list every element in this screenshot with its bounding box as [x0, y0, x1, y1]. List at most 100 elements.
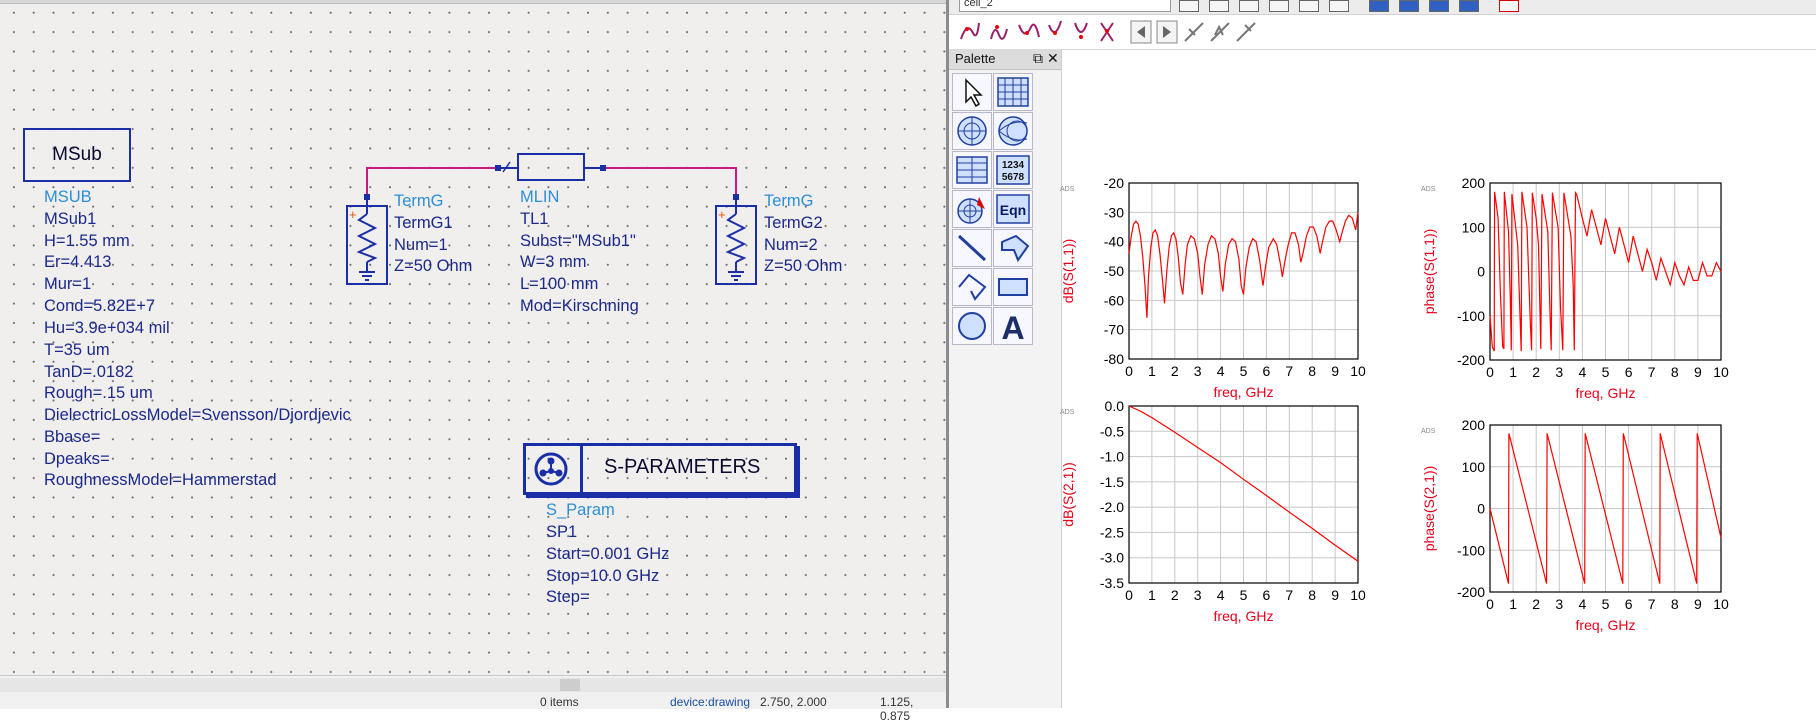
polygon-icon	[1001, 234, 1030, 263]
msub-param: Rough=.15 um	[44, 384, 153, 402]
x-tick-label: 10	[1713, 596, 1729, 612]
y-tick-label: -200	[1457, 352, 1485, 368]
stack-table-icon: 1234 5678	[996, 155, 1030, 185]
mlin-title: MLIN	[520, 188, 560, 206]
x-tick-label: 9	[1694, 364, 1702, 380]
close-icon[interactable]: ✕	[1047, 50, 1059, 66]
mlin-param: W=3 mm	[520, 253, 587, 271]
polyline-tool-button[interactable]	[952, 268, 992, 306]
x-tick-label: 6	[1625, 364, 1633, 380]
y-axis-label: phase(S(1,1))	[1421, 229, 1437, 315]
smith-chart-button[interactable]	[993, 112, 1033, 150]
y-tick-label: -80	[1104, 351, 1124, 367]
y-axis-label: dB(S(1,1))	[1060, 239, 1076, 304]
data-display-area[interactable]	[949, 0, 1816, 708]
msub-param: Bbase=	[44, 428, 101, 446]
antenna-plot-button[interactable]	[952, 190, 992, 228]
sparam-param: Start=0.001 GHz	[546, 545, 670, 563]
mlin-param: L=100 mm	[520, 275, 599, 293]
text-tool-button[interactable]: A	[993, 307, 1033, 346]
termg2-symbol: +	[715, 194, 757, 285]
circle-icon	[958, 312, 986, 340]
corner-label: ADS	[1060, 186, 1075, 193]
x-tick-label: 7	[1648, 596, 1656, 612]
circle-tool-button[interactable]	[952, 307, 992, 345]
scrollbar-thumb[interactable]	[560, 679, 580, 691]
x-tick-label: 7	[1285, 587, 1293, 603]
x-tick-label: 8	[1308, 587, 1316, 603]
plot-frame	[1128, 182, 1359, 360]
toolbar-button[interactable]	[1429, 0, 1449, 12]
sparam-controller-icon	[534, 452, 568, 486]
toolbar-button[interactable]	[1269, 0, 1289, 12]
toolbar-button[interactable]	[1369, 0, 1389, 12]
msub-param: RoughnessModel=Hammerstad	[44, 471, 277, 489]
termg2-param: Num=2	[764, 236, 818, 254]
sparam-title: S_Param	[546, 501, 615, 519]
corner-label: ADS	[1421, 428, 1436, 435]
x-tick-label: 1	[1148, 587, 1156, 603]
msub-param: TanD=.0182	[44, 363, 134, 381]
palette-panel: Palette ⧉ ✕ 1234 5678 Eqn A	[949, 49, 1062, 708]
toolbar-button[interactable]	[1299, 0, 1319, 12]
marker-peak-icon	[990, 28, 1008, 40]
marker-icon	[960, 22, 980, 40]
pane-divider[interactable]	[946, 0, 949, 708]
toolbar-button[interactable]	[1459, 0, 1479, 12]
polygon-tool-button[interactable]	[993, 229, 1033, 267]
status-coord-1: 2.750, 2.000	[760, 695, 827, 709]
toolbar-button[interactable]	[1209, 0, 1229, 12]
x-tick-label: 7	[1285, 363, 1293, 379]
text-icon: A	[1001, 310, 1024, 346]
list-table-button[interactable]	[952, 151, 992, 189]
x-tick-label: 6	[1263, 363, 1271, 379]
marker-toolbar	[949, 15, 1816, 50]
polar-plot-button[interactable]	[952, 112, 992, 150]
cell-combo[interactable]: cell_2	[959, 0, 1171, 12]
toolbar-button[interactable]	[1329, 0, 1349, 12]
msub-param: DielectricLossModel=Svensson/Djordjevic	[44, 406, 351, 424]
rectangular-plot-button[interactable]	[993, 73, 1033, 111]
palette-title-bar: Palette ⧉ ✕	[949, 49, 1061, 70]
sparameters-component-box[interactable]: S-PARAMETERS	[523, 443, 797, 495]
toolbar-button[interactable]	[1499, 0, 1519, 12]
wire-port2	[588, 167, 737, 197]
x-tick-label: 1	[1509, 596, 1517, 612]
stack-table-text: 1234	[1002, 160, 1025, 171]
termg2-title: TermG	[764, 192, 814, 210]
x-tick-label: 4	[1217, 587, 1225, 603]
toolbar-button[interactable]	[1399, 0, 1419, 12]
stack-table-button[interactable]: 1234 5678	[993, 151, 1033, 189]
undock-icon[interactable]: ⧉	[1033, 50, 1043, 66]
x-tick-label: 4	[1579, 364, 1587, 380]
toolbar-button[interactable]	[1239, 0, 1259, 12]
x-tick-label: 5	[1602, 364, 1610, 380]
msub-component-box[interactable]: MSub	[23, 128, 131, 182]
schematic-canvas[interactable]: + + MSub MSUB MSub1 H=1.55 mm Er=4.413 M…	[0, 0, 946, 723]
toolbar-button[interactable]	[1179, 0, 1199, 12]
y-axis-label: dB(S(2,1))	[1060, 462, 1076, 527]
equation-label: Eqn	[1000, 202, 1026, 218]
horizontal-scrollbar[interactable]	[0, 678, 946, 692]
x-tick-label: 5	[1602, 596, 1610, 612]
slope-marker-icon	[1184, 22, 1204, 42]
x-tick-label: 8	[1671, 364, 1679, 380]
svg-text:+: +	[718, 207, 726, 222]
mlin-param: Mod=Kirschning	[520, 297, 639, 315]
x-tick-label: 3	[1194, 363, 1202, 379]
rectangle-icon	[998, 278, 1028, 296]
termg2-param: Z=50 Ohm	[764, 257, 843, 275]
rectangle-tool-button[interactable]	[993, 268, 1033, 306]
status-item-count: 0 items	[540, 695, 579, 709]
svg-text:5678: 5678	[1002, 172, 1025, 183]
pointer-button[interactable]	[952, 73, 992, 111]
line-tool-button[interactable]	[952, 229, 992, 267]
x-tick-label: 2	[1532, 364, 1540, 380]
equation-button[interactable]: Eqn	[993, 190, 1033, 228]
y-tick-label: -100	[1457, 542, 1485, 558]
